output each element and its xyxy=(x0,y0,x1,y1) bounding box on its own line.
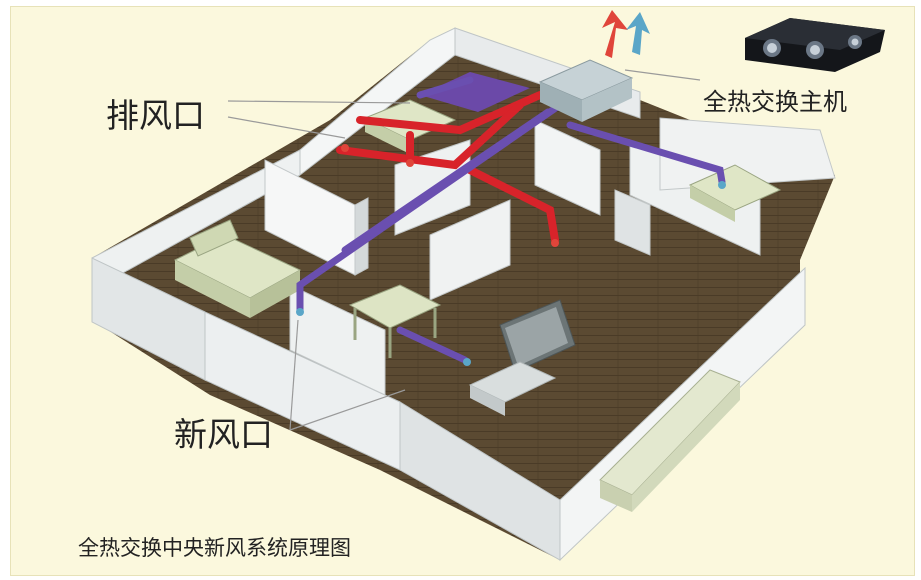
heat-exchanger-box xyxy=(538,59,634,122)
interior-wall-h xyxy=(289,284,386,396)
fresh-air-grille-markers xyxy=(296,181,726,366)
sofa xyxy=(599,369,741,512)
heat-exchanger-unit-label: 全热交换主机 xyxy=(703,88,847,116)
bed-left xyxy=(173,219,302,318)
television xyxy=(499,299,576,373)
exhaust-grille-markers xyxy=(341,144,559,247)
dining-table xyxy=(348,284,442,358)
interior-wall-right-room xyxy=(659,117,836,191)
heat-exchanger-unit-icon xyxy=(745,18,885,72)
fresh-air-arrow-icon xyxy=(626,12,650,55)
interior-wall-d xyxy=(534,119,601,216)
exhaust-outlet-label: 排风口 xyxy=(106,96,205,135)
interior-wall-g xyxy=(429,199,511,301)
diagram-caption: 全热交换中央新风系统原理图 xyxy=(78,536,351,560)
purple-room-floor xyxy=(420,72,530,112)
fresh-air-inlet-label: 新风口 xyxy=(174,415,273,454)
fresh-air-duct-network xyxy=(296,76,726,364)
tv-cabinet xyxy=(468,361,557,416)
exhaust-arrow-icon xyxy=(602,10,628,58)
exhaust-duct-network xyxy=(336,91,559,244)
leader-lines xyxy=(227,69,701,431)
interior-wall-f xyxy=(614,189,651,256)
